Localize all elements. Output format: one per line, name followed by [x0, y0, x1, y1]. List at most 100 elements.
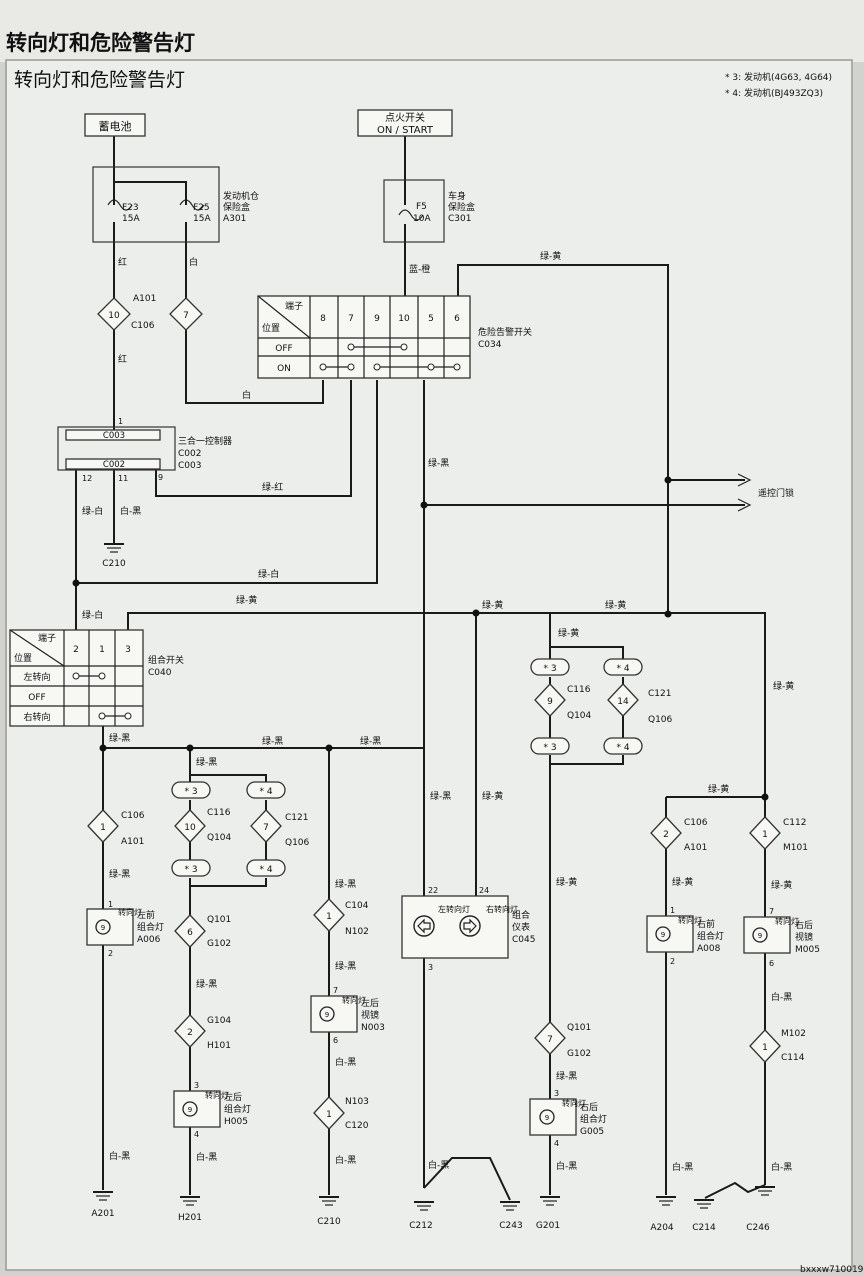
svg-text:C034: C034	[478, 340, 502, 350]
svg-text:C210: C210	[317, 1217, 341, 1227]
svg-text:G005: G005	[580, 1127, 604, 1137]
svg-text:C106: C106	[684, 818, 708, 828]
svg-text:8: 8	[320, 314, 326, 324]
svg-text:蓄电池: 蓄电池	[99, 120, 132, 133]
svg-text:C003: C003	[178, 461, 201, 471]
svg-text:2: 2	[663, 830, 669, 840]
svg-text:绿-黑: 绿-黑	[428, 457, 449, 469]
svg-text:C106: C106	[121, 811, 145, 821]
svg-text:白-黑: 白-黑	[335, 1154, 356, 1166]
svg-text:2: 2	[187, 1028, 193, 1038]
svg-text:* 3: * 3	[543, 664, 556, 674]
three-in-one-controller: C003 C002 1 12 11 9 三合一控制器 C002 C003	[57, 417, 232, 483]
svg-text:位置: 位置	[14, 652, 32, 664]
svg-text:3: 3	[125, 645, 131, 655]
svg-text:A008: A008	[697, 944, 721, 954]
svg-text:* 4: * 4	[616, 743, 629, 753]
page-header: 转向灯和危险警告灯	[6, 31, 195, 55]
svg-text:9: 9	[758, 932, 762, 940]
instrument-cluster: 22 24 左转向灯 右转向灯 组合 仪表 C045 3 白-黑	[401, 886, 535, 1171]
svg-text:保险盒: 保险盒	[448, 201, 475, 213]
svg-text:绿-黑: 绿-黑	[556, 1070, 577, 1082]
svg-text:白-黑: 白-黑	[196, 1151, 217, 1163]
svg-text:H005: H005	[224, 1117, 248, 1127]
right-front-branch: 2 C106 A101 绿-黄 1 9 转向灯 右前 组合灯 A008 2 白-…	[646, 816, 724, 1173]
svg-text:4: 4	[554, 1139, 559, 1148]
svg-text:绿-黑: 绿-黑	[262, 735, 283, 747]
svg-text:ON / START: ON / START	[377, 125, 434, 136]
svg-text:右后: 右后	[580, 1101, 598, 1113]
svg-text:M005: M005	[795, 945, 820, 955]
svg-text:C106: C106	[131, 321, 155, 331]
svg-text:绿-黄: 绿-黄	[482, 790, 503, 802]
svg-text:6: 6	[454, 314, 460, 324]
svg-text:C121: C121	[648, 689, 671, 699]
svg-text:Q104: Q104	[207, 833, 232, 843]
svg-text:1: 1	[326, 1110, 332, 1120]
svg-text:C002: C002	[103, 460, 125, 470]
svg-text:绿-红: 绿-红	[262, 481, 283, 493]
svg-text:C301: C301	[448, 214, 471, 224]
cluster-left-label: 左转向灯	[438, 904, 470, 914]
svg-text:3: 3	[194, 1081, 199, 1090]
fuse-f25-rating: 15A	[193, 214, 211, 224]
svg-text:转向灯: 转向灯	[678, 915, 702, 925]
body-fuse-box: F5 10A 车身 保险盒 C301	[383, 179, 475, 243]
svg-text:1: 1	[670, 906, 675, 915]
svg-text:绿-黄: 绿-黄	[236, 594, 257, 606]
svg-text:蓝-橙: 蓝-橙	[409, 263, 430, 275]
diagram-title: 转向灯和危险警告灯	[14, 69, 185, 91]
svg-text:A201: A201	[91, 1209, 114, 1219]
svg-text:A101: A101	[121, 837, 144, 847]
svg-text:6: 6	[187, 928, 193, 938]
svg-text:1: 1	[326, 912, 332, 922]
svg-text:绿-黑: 绿-黑	[196, 978, 217, 990]
fuse-f5-name: F5	[416, 202, 427, 212]
svg-text:红: 红	[118, 353, 127, 365]
footer-code: bxxxw710019	[800, 1265, 864, 1275]
svg-text:9: 9	[101, 924, 105, 932]
svg-text:9: 9	[188, 1106, 192, 1114]
cluster-right-label: 右转向灯	[486, 904, 518, 914]
svg-text:绿-黄: 绿-黄	[556, 876, 577, 888]
svg-text:C114: C114	[781, 1053, 805, 1063]
svg-text:1: 1	[100, 823, 106, 833]
fuse-f23-name: F23	[122, 203, 139, 213]
svg-text:C212: C212	[409, 1221, 432, 1231]
fuse-f5-rating: 10A	[413, 214, 431, 224]
svg-text:H101: H101	[207, 1041, 231, 1051]
svg-text:白-黑: 白-黑	[771, 1161, 792, 1173]
svg-text:组合: 组合	[512, 909, 530, 921]
svg-text:N003: N003	[361, 1023, 385, 1033]
svg-text:C002: C002	[178, 449, 201, 459]
svg-text:绿-黑: 绿-黑	[196, 756, 217, 768]
svg-text:2: 2	[670, 957, 675, 966]
svg-text:绿-黑: 绿-黑	[109, 732, 130, 744]
svg-text:右转向: 右转向	[23, 711, 50, 723]
svg-text:9: 9	[325, 1011, 329, 1019]
svg-text:转向灯: 转向灯	[118, 907, 142, 917]
note-4: * 4: 发动机(BJ493ZQ3)	[725, 87, 823, 99]
svg-text:1: 1	[99, 645, 105, 655]
svg-text:1: 1	[762, 1043, 768, 1053]
svg-text:Q101: Q101	[567, 1023, 591, 1033]
svg-text:白-黑: 白-黑	[335, 1056, 356, 1068]
engine-fuse-box: F23 15A F25 15A 发动机仓 保险盒 A301	[92, 166, 259, 243]
svg-text:9: 9	[158, 473, 163, 482]
svg-text:4: 4	[194, 1130, 199, 1139]
svg-text:C116: C116	[567, 685, 591, 695]
fuse-f25-name: F25	[193, 203, 210, 213]
combo-switch: 端子 位置 2 1 3 左转向 OFF 右转向 组合开关 C040	[9, 629, 184, 727]
svg-text:C112: C112	[783, 818, 806, 828]
svg-text:* 3: * 3	[184, 787, 197, 797]
svg-text:绿-黄: 绿-黄	[771, 879, 792, 891]
svg-text:组合开关: 组合开关	[148, 654, 184, 666]
svg-text:绿-黄: 绿-黄	[540, 250, 561, 262]
svg-text:危险告警开关: 危险告警开关	[478, 326, 532, 338]
connector-a101-c106: 10 7 A101 C106	[97, 294, 203, 331]
svg-text:C120: C120	[345, 1121, 369, 1131]
svg-text:组合灯: 组合灯	[224, 1103, 251, 1115]
right-rear-branch: * 3 * 4 9 C116 Q104 14 C121 Q106 * 3 * 4…	[529, 658, 673, 1172]
svg-text:组合灯: 组合灯	[697, 930, 724, 942]
